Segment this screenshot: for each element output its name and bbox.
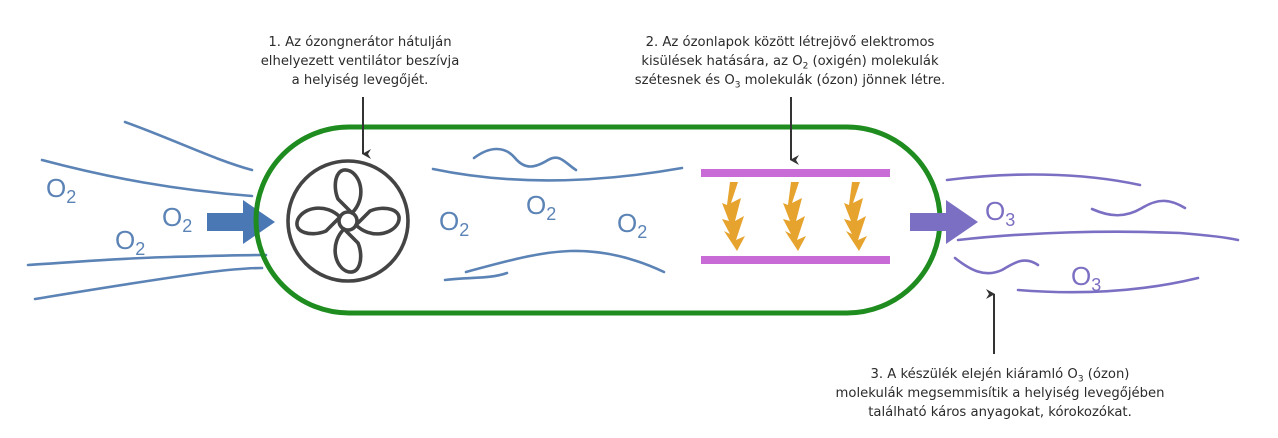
ozone-plate-bottom bbox=[701, 256, 890, 264]
intake-arrow-icon bbox=[207, 200, 275, 244]
caption-line: szétesnek és O3 molekulák (ózon) jönnek … bbox=[634, 73, 946, 91]
sparks bbox=[722, 182, 867, 251]
caption-line: molekulák megsemmisítik a helyiség leveg… bbox=[835, 386, 1165, 401]
caption-line: kisülések hatására, az O2 (oxigén) molek… bbox=[641, 54, 939, 72]
reaction-caption: 2. Az ózonlapok között létrejövő elektro… bbox=[570, 33, 1010, 90]
o3-label: O3 bbox=[985, 196, 1015, 230]
caption-line: 1. Az ózongnerátor hátulján bbox=[268, 35, 452, 50]
lightning-icon bbox=[783, 182, 806, 251]
intake-caption: 1. Az ózongnerátor hátulján elhelyezett … bbox=[230, 33, 490, 90]
ozone-plate-top bbox=[701, 169, 890, 177]
caption-line: a helyiség levegőjét. bbox=[291, 73, 429, 88]
output-arrow-icon bbox=[910, 200, 978, 244]
inner-air-streams bbox=[431, 147, 684, 282]
caption-line: 2. Az ózonlapok között létrejövő elektro… bbox=[645, 35, 935, 50]
incoming-air-streams bbox=[26, 120, 268, 301]
caption-line: elhelyezett ventilátor beszívja bbox=[260, 54, 460, 69]
o2-label: O2 bbox=[526, 190, 556, 224]
outgoing-ozone-streams bbox=[945, 173, 1240, 294]
o2-label: O2 bbox=[115, 225, 145, 259]
o2-label: O2 bbox=[162, 202, 192, 236]
caption-line: található káros anyagokat, kórokozókat. bbox=[868, 405, 1132, 420]
o2-label: O2 bbox=[46, 173, 76, 207]
caption-line: 3. A készülék elején kiáramló O3 (ózon) bbox=[870, 367, 1130, 385]
fan-icon bbox=[286, 159, 410, 283]
lightning-icon bbox=[844, 182, 867, 251]
output-caption: 3. A készülék elején kiáramló O3 (ózon) … bbox=[790, 365, 1210, 422]
o3-label: O3 bbox=[1071, 261, 1101, 295]
o2-label: O2 bbox=[439, 206, 469, 240]
lightning-icon bbox=[722, 182, 745, 251]
o2-label: O2 bbox=[617, 208, 647, 242]
